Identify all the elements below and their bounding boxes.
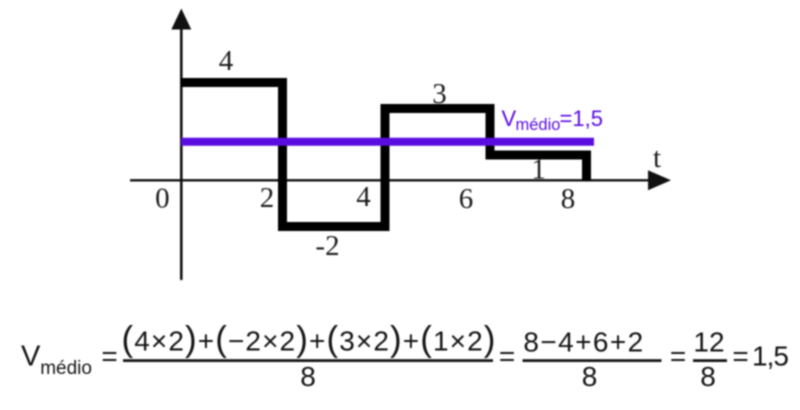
svg-text:0: 0 <box>155 183 170 215</box>
svg-text:=: = <box>101 341 117 372</box>
svg-text:3: 3 <box>432 78 447 110</box>
svg-text:V: V <box>502 106 517 131</box>
svg-text:8: 8 <box>700 361 716 392</box>
svg-text:V: V <box>21 341 41 373</box>
svg-text:8: 8 <box>561 183 576 215</box>
svg-text:8−4+6+2: 8−4+6+2 <box>523 327 644 358</box>
svg-text:8: 8 <box>300 361 316 392</box>
svg-text:6: 6 <box>459 183 474 215</box>
svg-text:=1,5: =1,5 <box>560 106 603 131</box>
svg-text:8: 8 <box>582 361 598 392</box>
svg-text:t: t <box>653 142 661 174</box>
svg-text:=: = <box>732 341 748 372</box>
svg-text:médio: médio <box>40 358 92 379</box>
svg-text:(4×2)+(−2×2)+(3×2)+(1×2): (4×2)+(−2×2)+(3×2)+(1×2) <box>121 320 496 359</box>
svg-text:2: 2 <box>260 182 275 214</box>
svg-text:=: = <box>499 341 515 372</box>
svg-text:-2: -2 <box>315 230 339 262</box>
svg-text:1: 1 <box>531 154 546 186</box>
svg-text:=: = <box>670 341 686 372</box>
svg-text:12: 12 <box>693 327 724 358</box>
svg-text:médio: médio <box>516 116 561 134</box>
svg-text:1,5: 1,5 <box>752 341 788 372</box>
svg-text:4: 4 <box>219 45 234 77</box>
svg-text:4: 4 <box>356 181 371 213</box>
